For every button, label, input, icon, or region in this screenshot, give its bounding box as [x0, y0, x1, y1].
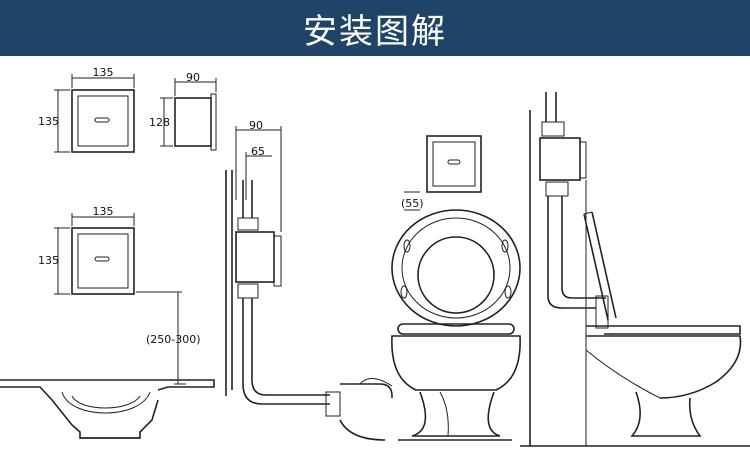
urinal-basin-icon	[0, 379, 215, 439]
toilet-side-icon	[585, 325, 742, 437]
dim-height-side: 128	[149, 116, 170, 129]
dim-height-wall: 135	[38, 254, 59, 267]
dim-width-wall: 135	[93, 205, 114, 218]
dim-depth: 90	[186, 71, 200, 84]
header-banner: 安装图解	[0, 0, 750, 56]
sensor-front-view-top: 135 135	[38, 66, 135, 153]
page-title: 安装图解	[303, 11, 447, 52]
sensor-side-view: 90 128	[149, 71, 217, 151]
dim-width-top: 135	[93, 66, 114, 79]
dim-mount-height: (250-300)	[146, 333, 201, 346]
flush-valve-icon: 90 65	[225, 119, 393, 441]
sensor-front-view-wall: 135 135 (250-300)	[38, 205, 201, 385]
dim-height-top: 135	[38, 115, 59, 128]
dim-pipe-depth: 90	[249, 119, 263, 132]
dim-height-offset: (55)	[401, 197, 424, 210]
wall-section	[520, 92, 750, 447]
dim-pipe-offset: 65	[251, 145, 265, 158]
toilet-icon: (55)	[391, 135, 521, 441]
